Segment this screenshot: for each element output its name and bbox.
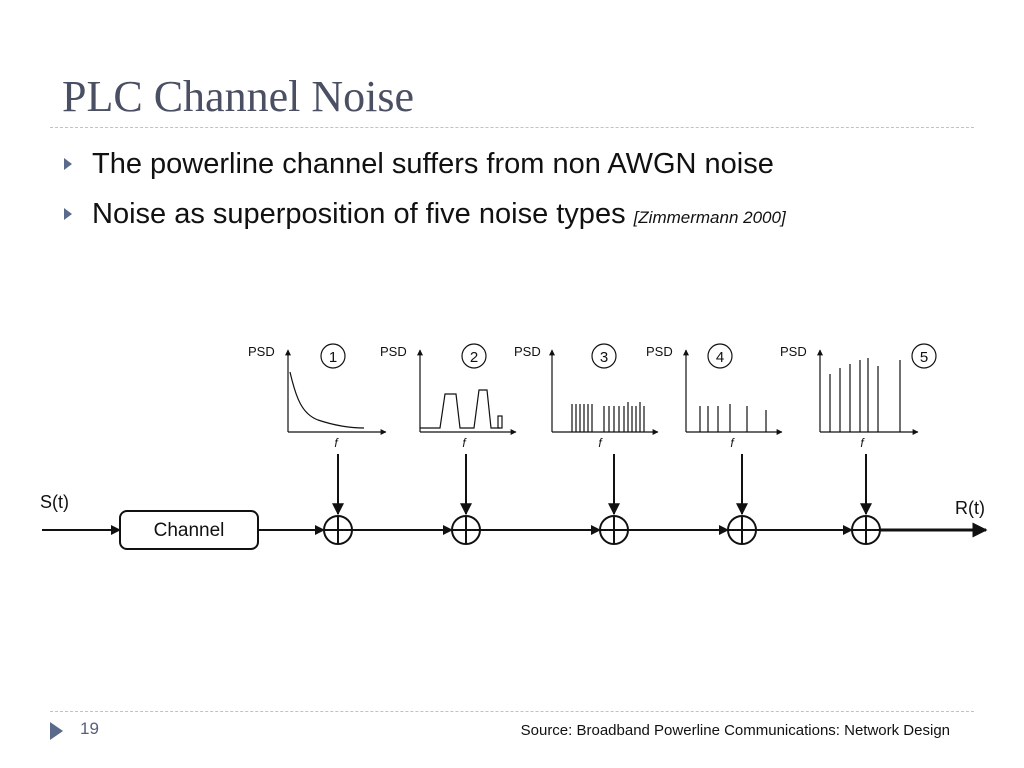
slide-title: PLC Channel Noise	[62, 72, 414, 121]
page-number: 19	[80, 719, 99, 738]
noise-injection-arrows	[332, 454, 872, 516]
psd-axis-label: PSD	[646, 344, 673, 359]
noise-type-number: 4	[716, 349, 724, 366]
channel-block: Channel	[119, 510, 259, 550]
psd-axis-label: PSD	[780, 344, 807, 359]
psd-axis-label: PSD	[248, 344, 275, 359]
adder-5-icon	[851, 515, 881, 545]
noise-type-number: 2	[470, 349, 478, 366]
bullet-2: Noise as superposition of five noise typ…	[64, 194, 786, 234]
adder-1-icon	[323, 515, 353, 545]
noise-type-number: 1	[329, 349, 337, 366]
freq-axis-label: f	[598, 436, 603, 450]
input-signal-label: S(t)	[40, 492, 69, 512]
bullet-2-citation: [Zimmermann 2000]	[633, 208, 786, 227]
title-divider	[50, 127, 974, 128]
freq-axis-label: f	[860, 436, 865, 450]
freq-axis-label: f	[462, 436, 467, 450]
adder-4-icon	[727, 515, 757, 545]
noise-psd-5: PSD 5 f	[780, 343, 937, 450]
noise-type-number: 3	[600, 349, 608, 366]
bullet-triangle-icon	[64, 158, 72, 170]
bullet-2-text: Noise as superposition of five noise typ…	[92, 198, 626, 230]
footer-triangle-icon	[50, 722, 63, 740]
summing-junctions	[323, 515, 881, 545]
adder-3-icon	[599, 515, 629, 545]
noise-psd-1: PSD 1 f	[248, 343, 387, 450]
freq-axis-label: f	[334, 436, 339, 450]
footer-divider	[50, 711, 974, 712]
bullet-1: The powerline channel suffers from non A…	[64, 144, 774, 184]
noise-type-number: 5	[920, 349, 928, 366]
psd-axis-label: PSD	[380, 344, 407, 359]
adder-2-icon	[451, 515, 481, 545]
noise-psd-2: PSD 2 f	[380, 343, 517, 450]
output-signal-label: R(t)	[955, 498, 985, 518]
noise-model-diagram: S(t) R(t) Channel PSD 1 f PSD	[40, 343, 988, 550]
channel-label: Channel	[154, 520, 225, 541]
freq-axis-label: f	[730, 436, 735, 450]
noise-psd-3: PSD 3 f	[514, 343, 659, 450]
source-citation: Source: Broadband Powerline Communicatio…	[520, 722, 950, 739]
noise-psd-4: PSD 4 f	[646, 343, 783, 450]
psd-axis-label: PSD	[514, 344, 541, 359]
bullet-1-text: The powerline channel suffers from non A…	[92, 148, 774, 180]
bullet-triangle-icon	[64, 208, 72, 220]
